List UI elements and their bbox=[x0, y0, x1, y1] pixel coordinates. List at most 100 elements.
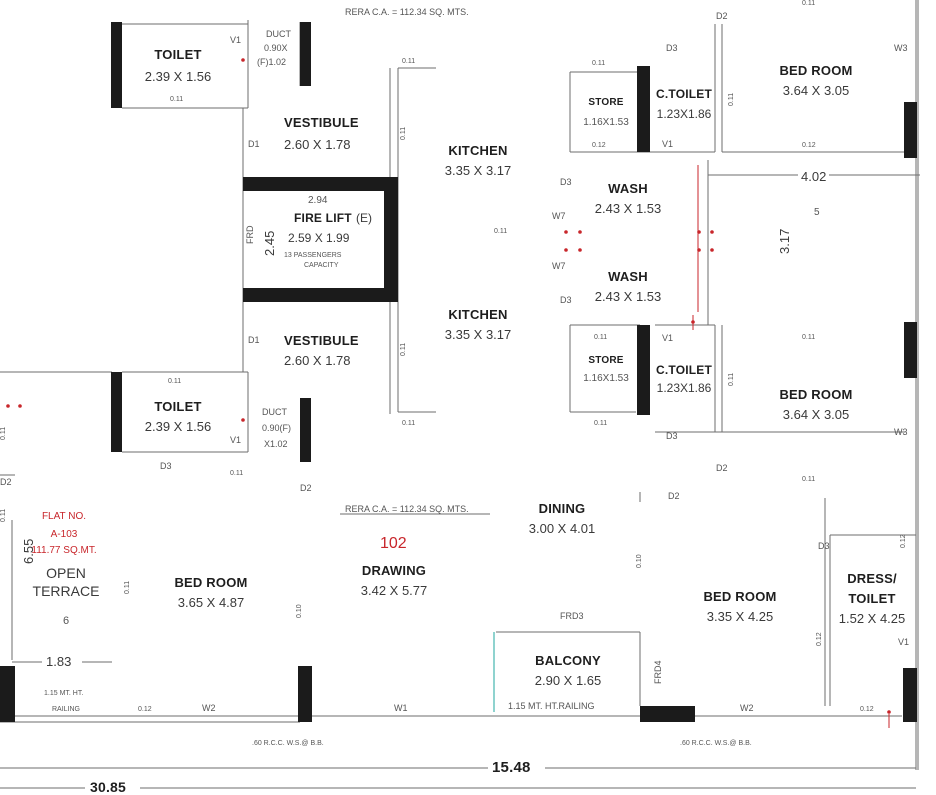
open-terrace-line2: TERRACE bbox=[32, 583, 100, 599]
railing-note-left-2: RAILING bbox=[52, 706, 81, 713]
flat-a103-number: A-103 bbox=[50, 529, 78, 540]
door-d3-f: D3 bbox=[818, 541, 830, 551]
room-dim-bedroom-left: 3.65 X 4.87 bbox=[177, 595, 245, 610]
fire-lift-name: FIRE LIFT bbox=[294, 211, 352, 225]
room-dim-store-top: 1.16X1.53 bbox=[583, 117, 629, 128]
railing-note-balcony: 1.15 MT. HT.RAILING bbox=[508, 701, 595, 711]
room-dim-bedroom-top-right: 3.64 X 3.05 bbox=[782, 83, 850, 98]
room-dim-kitchen-bottom: 3.35 X 3.17 bbox=[444, 327, 512, 342]
wall-thickness: 0.11 bbox=[230, 470, 244, 477]
room-name-toilet-top: TOILET bbox=[154, 47, 202, 62]
duct-dim1-bottom: 0.90(F) bbox=[262, 423, 292, 433]
dimension-1-83: 1.83 bbox=[46, 654, 72, 669]
room-name-ctoilet-bottom: C.TOILET bbox=[655, 363, 713, 377]
wall-thickness: 0.12 bbox=[138, 706, 152, 713]
fire-lift-width: 2.94 bbox=[308, 195, 328, 206]
wall-thickness: 0.12 bbox=[816, 632, 823, 646]
room-dim-vestibule-top: 2.60 X 1.78 bbox=[284, 137, 351, 152]
wall-thickness: 0.11 bbox=[402, 420, 416, 427]
room-name-dress: DRESS/ bbox=[847, 571, 897, 586]
room-dim-kitchen-top: 3.35 X 3.17 bbox=[444, 163, 512, 178]
dimension-15-48: 15.48 bbox=[492, 759, 531, 776]
wall-thickness: 0.11 bbox=[802, 0, 816, 7]
wall-thickness: 0.11 bbox=[400, 126, 407, 140]
fire-lift-capacity-1: 13 PASSENGERS bbox=[284, 252, 342, 259]
fire-lift-dim: 2.59 X 1.99 bbox=[288, 231, 350, 245]
vent-v1-a: V1 bbox=[230, 35, 242, 45]
room-name-wash-top: WASH bbox=[608, 181, 648, 196]
duct-label-bottom: DUCT bbox=[262, 407, 287, 417]
room-name-ctoilet-top: C.TOILET bbox=[655, 87, 713, 101]
wall-thickness: 0.11 bbox=[802, 476, 816, 483]
wall-thickness: 0.12 bbox=[802, 142, 816, 149]
wall-thickness: 0.11 bbox=[168, 378, 182, 385]
wall-thickness: 0.11 bbox=[594, 334, 608, 341]
room-name-kitchen-bottom: KITCHEN bbox=[448, 307, 508, 322]
wall-thickness: 0.11 bbox=[402, 58, 416, 65]
window-w2-b: W2 bbox=[740, 703, 754, 713]
room-dim-dress-toilet: 1.52 X 4.25 bbox=[838, 611, 906, 626]
wall-thickness: 0.12 bbox=[900, 534, 907, 548]
room-dim-balcony: 2.90 X 1.65 bbox=[534, 673, 602, 688]
wall-thickness: 0.11 bbox=[728, 92, 735, 106]
room-name-vestibule-top: VESTIBULE bbox=[284, 115, 359, 130]
vent-v1-c: V1 bbox=[662, 333, 674, 343]
fire-lift-capacity-2: CAPACITY bbox=[304, 262, 339, 269]
flat-a103-label: FLAT NO. bbox=[41, 511, 87, 522]
duct-dim2-top: (F)1.02 bbox=[257, 57, 287, 67]
room-name-kitchen-top: KITCHEN bbox=[448, 143, 508, 158]
open-terrace-line1: OPEN bbox=[46, 565, 86, 581]
room-dim-vestibule-bottom: 2.60 X 1.78 bbox=[284, 353, 351, 368]
vent-v1-b: V1 bbox=[662, 139, 674, 149]
door-d2-right: D2 bbox=[668, 491, 680, 501]
door-d1-top: D1 bbox=[248, 139, 260, 149]
dimension-30-85: 30.85 bbox=[90, 779, 127, 795]
fire-lift-suffix: (E) bbox=[356, 211, 372, 225]
window-w2-a: W2 bbox=[202, 703, 216, 713]
door-d2-top: D2 bbox=[716, 11, 728, 21]
rcc-note-left: .60 R.C.C. W.S.@ B.B. bbox=[252, 740, 324, 747]
duct-dim2-bottom: X1.02 bbox=[264, 439, 288, 449]
window-w7-a: W7 bbox=[552, 211, 566, 221]
door-d3-d: D3 bbox=[666, 431, 678, 441]
door-d3-a: D3 bbox=[666, 43, 678, 53]
door-d1-bottom: D1 bbox=[248, 335, 260, 345]
room-name-bedroom-mid-right: BED ROOM bbox=[779, 387, 853, 402]
room-name-vestibule-bottom: VESTIBULE bbox=[284, 333, 359, 348]
wall-thickness: 0.11 bbox=[594, 420, 608, 427]
dimension-tag-5: 5 bbox=[814, 207, 820, 218]
room-dim-drawing: 3.42 X 5.77 bbox=[360, 583, 428, 598]
wall-thickness: 0.12 bbox=[860, 706, 874, 713]
door-d3-e: D3 bbox=[160, 461, 172, 471]
window-w7-b: W7 bbox=[552, 261, 566, 271]
wall-thickness: 0.11 bbox=[0, 426, 7, 440]
room-dim-store-bottom: 1.16X1.53 bbox=[583, 373, 629, 384]
room-name-wash-bottom: WASH bbox=[608, 269, 648, 284]
room-name-toilet-bottom: TOILET bbox=[154, 399, 202, 414]
open-terrace-tag: 6 bbox=[62, 615, 70, 627]
rera-area-top: RERA C.A. = 112.34 SQ. MTS. bbox=[345, 7, 469, 17]
wall-thickness: 0.12 bbox=[592, 142, 606, 149]
door-d3-b: D3 bbox=[560, 177, 572, 187]
open-terrace-height: 6.55 bbox=[21, 538, 36, 564]
room-name-drawing: DRAWING bbox=[361, 563, 427, 578]
door-d2-mid: D2 bbox=[716, 463, 728, 473]
fire-lift-height: 2.45 bbox=[262, 230, 277, 256]
wall-thickness: 0.10 bbox=[296, 604, 303, 618]
wall-thickness: 0.10 bbox=[636, 554, 643, 568]
room-name-store-top: STORE bbox=[588, 97, 624, 108]
duct-dim1-top: 0.90X bbox=[264, 43, 288, 53]
door-d2-far-left: D2 bbox=[0, 477, 12, 487]
wall-thickness: 0.11 bbox=[124, 580, 131, 594]
dimension-4-02: 4.02 bbox=[798, 170, 830, 183]
duct-label-top: DUCT bbox=[266, 29, 291, 39]
window-w3-b: W3 bbox=[894, 427, 908, 437]
room-dim-dining: 3.00 X 4.01 bbox=[528, 521, 596, 536]
rera-area-middle: RERA C.A. = 112.34 SQ. MTS. bbox=[345, 504, 469, 514]
door-frd: FRD bbox=[245, 225, 255, 245]
window-w3-a: W3 bbox=[894, 43, 908, 53]
room-dim-bedroom-bottom-right: 3.35 X 4.25 bbox=[706, 609, 774, 624]
railing-note-left-1: 1.15 MT. HT. bbox=[44, 690, 84, 697]
room-name-store-bottom: STORE bbox=[588, 355, 624, 366]
